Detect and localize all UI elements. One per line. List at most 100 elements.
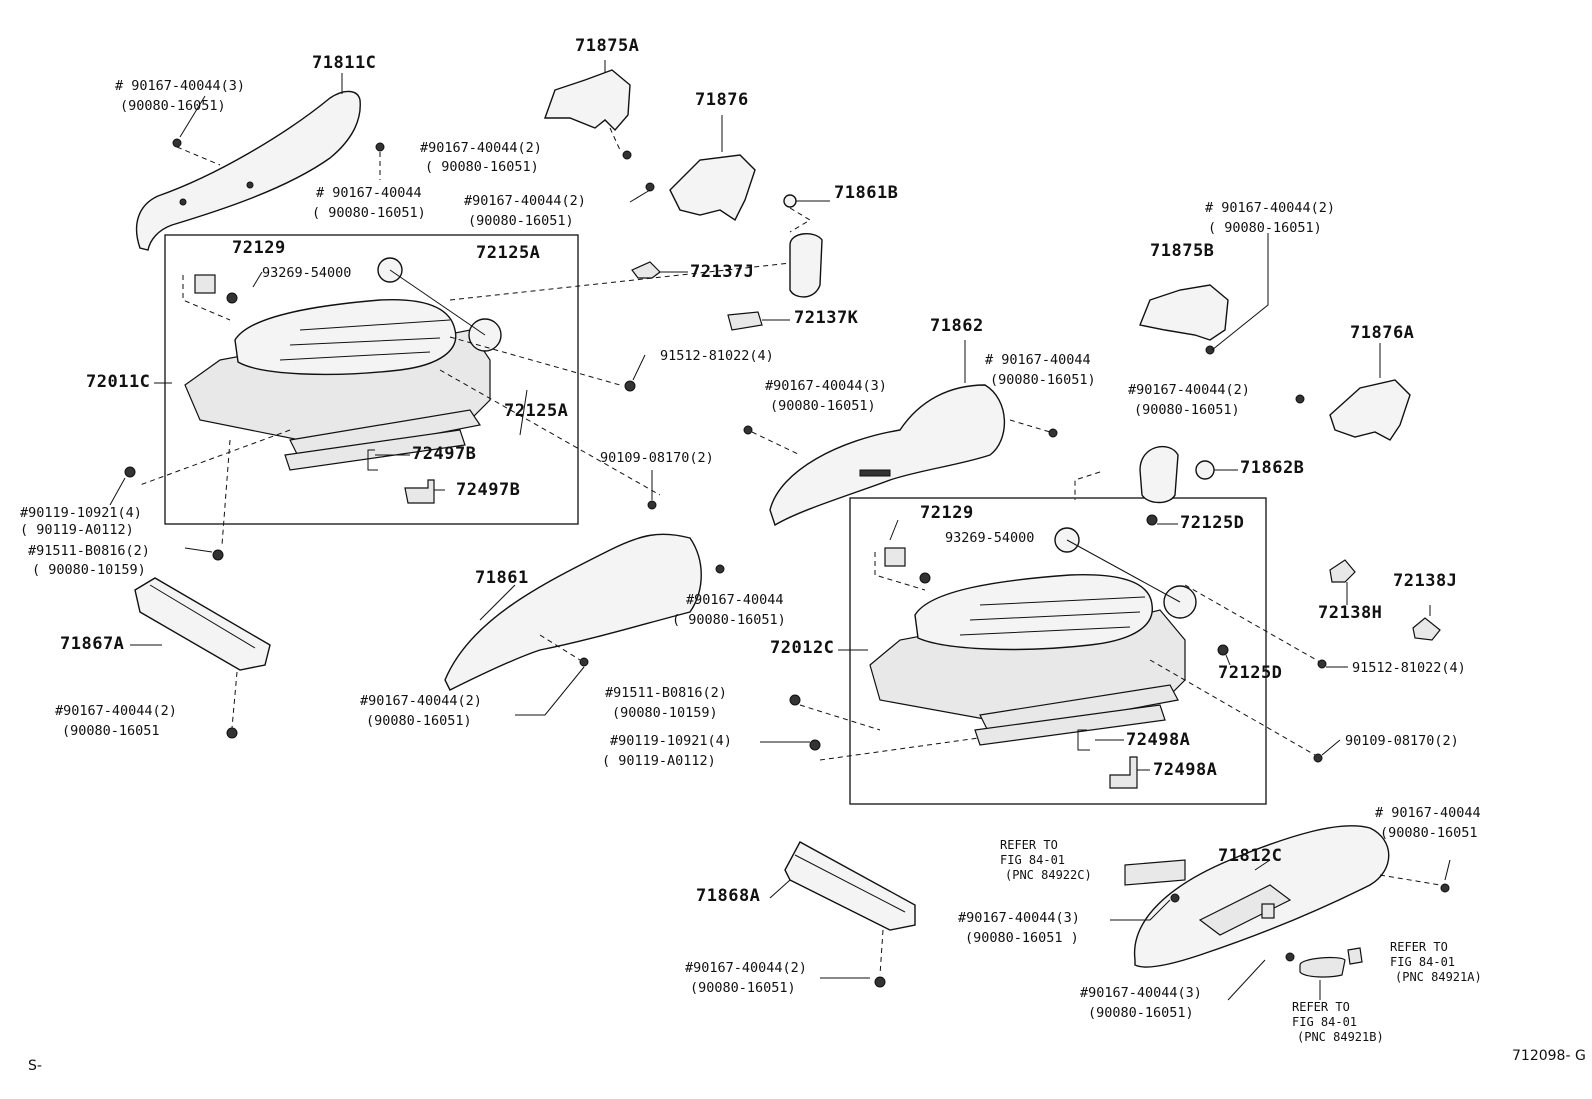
part-label-71867A: 71867A <box>60 634 125 654</box>
part-label-71862: 71862 <box>930 316 984 336</box>
bolt-label: # 90167-40044 <box>985 352 1091 368</box>
part-label-72137K: 72137K <box>794 308 859 328</box>
part-71867A-rail <box>134 577 271 671</box>
bolt-label: #90119-10921(4) <box>20 505 142 521</box>
part-72497B-bracket <box>404 479 435 504</box>
part-label-71811C: 71811C <box>312 53 377 73</box>
refer-knob-84921B-icon <box>1299 956 1346 978</box>
part-label-91512: 91512-81022(4) <box>1352 660 1466 676</box>
bolt-alt-label: ( 90119-A0112) <box>20 522 134 538</box>
part-71811C-cover <box>135 90 361 251</box>
refer-label: REFER TO <box>1000 838 1058 852</box>
refer-knob-84921A-icon <box>1347 947 1363 965</box>
part-71876-bracket <box>669 154 756 222</box>
bolt-alt-label: (90080-16051 <box>62 723 160 739</box>
part-label-93269: 93269-54000 <box>945 530 1035 546</box>
part-72498A-bracket <box>1109 756 1138 789</box>
bolt-alt-label: (90080-16051 ) <box>965 930 1079 946</box>
part-label-72129: 72129 <box>232 238 286 258</box>
bolt-label: #90167-40044(2) <box>55 703 177 719</box>
refer-pnc-label: (PNC 84921B) <box>1297 1030 1384 1044</box>
bolt-alt-label: ( 90080-16051) <box>1208 220 1322 236</box>
part-label-72125A: 72125A <box>476 243 541 263</box>
bolt-label: #90167-40044(2) <box>420 140 542 156</box>
bolt-alt-label: (90080-10159) <box>612 705 718 721</box>
part-72497B-clip <box>367 449 378 471</box>
part-label-72138J: 72138J <box>1393 571 1458 591</box>
bolt-label: #90167-40044(3) <box>958 910 1080 926</box>
bolt-label: #90167-40044(2) <box>685 960 807 976</box>
assembly-box-72011C <box>164 234 579 525</box>
bolt-alt-label: (90080-16051) <box>1134 402 1240 418</box>
part-label-90109: 90109-08170(2) <box>1345 733 1459 749</box>
bolt-label: #90167-40044(2) <box>360 693 482 709</box>
bolt-alt-label: ( 90119-A0112) <box>602 753 716 769</box>
footer-left-code: S- <box>28 1058 42 1074</box>
part-72137J-icon <box>631 261 661 279</box>
part-71861-cover <box>444 533 702 691</box>
bolt-alt-label: (90080-16051) <box>690 980 796 996</box>
part-71876A-bracket <box>1329 379 1411 441</box>
bolt-alt-label: ( 90080-10159) <box>32 562 146 578</box>
bolt-label: #90167-40044(3) <box>765 378 887 394</box>
part-label-93269: 93269-54000 <box>262 265 352 281</box>
bolt-label: #90167-40044(2) <box>1128 382 1250 398</box>
bolt-label: #91511-B0816(2) <box>605 685 727 701</box>
part-label-71868A: 71868A <box>696 886 761 906</box>
part-71875A-bracket <box>544 69 631 132</box>
assembly-box-72012C <box>849 497 1267 805</box>
bolt-label: # 90167-40044(3) <box>115 78 246 94</box>
part-72498A-clip <box>1077 729 1090 751</box>
refer-label: FIG 84-01 <box>1292 1015 1358 1029</box>
refer-pnc-label: (PNC 84922C) <box>1005 868 1092 882</box>
part-label-71876A: 71876A <box>1350 323 1415 343</box>
bolt-alt-label: (90080-16051) <box>770 398 876 414</box>
bolt-alt-label: (90080-16051) <box>990 372 1096 388</box>
bolt-label: # 90167-40044 <box>1375 805 1481 821</box>
part-label-72012C: 72012C <box>770 638 835 658</box>
bolt-alt-label: ( 90080-16051) <box>672 612 786 628</box>
refer-label: REFER TO <box>1292 1000 1350 1014</box>
part-label-72498A: 72498A <box>1153 760 1218 780</box>
part-label-71861: 71861 <box>475 568 529 588</box>
part-71875B-bracket <box>1139 284 1229 341</box>
part-71862B-knob <box>1195 460 1215 480</box>
part-label-72498A: 72498A <box>1126 730 1191 750</box>
knob-cap-icon-2 <box>1139 445 1179 504</box>
part-label-71862B: 71862B <box>1240 458 1305 478</box>
refer-label: FIG 84-01 <box>1000 853 1066 867</box>
bolt-label: #90119-10921(4) <box>610 733 732 749</box>
part-label-90109: 90109-08170(2) <box>600 450 714 466</box>
bolt-alt-label: ( 90080-16051) <box>312 205 426 221</box>
refer-label: REFER TO <box>1390 940 1448 954</box>
bolt-label: #90167-40044 <box>686 592 784 608</box>
part-label-72497B: 72497B <box>412 444 477 464</box>
part-72012C-seat-frame <box>869 527 1197 746</box>
bolt-alt-label: (90080-16051 <box>1380 825 1478 841</box>
part-71861B-knob <box>783 194 797 208</box>
part-72138H-icon <box>1329 559 1356 583</box>
part-label-72011C: 72011C <box>86 372 151 392</box>
bolt-label: #90167-40044(3) <box>1080 985 1202 1001</box>
bolt-alt-label: ( 90080-16051) <box>425 159 539 175</box>
bolt-alt-label: (90080-16051) <box>1088 1005 1194 1021</box>
bolt-label: # 90167-40044 <box>316 185 422 201</box>
part-71812C-cover <box>1133 825 1390 968</box>
bolt-label: # 90167-40044(2) <box>1205 200 1336 216</box>
part-label-71875A: 71875A <box>575 36 640 56</box>
bolt-alt-label: (90080-16051) <box>468 213 574 229</box>
refer-pnc-label: (PNC 84921A) <box>1395 970 1482 984</box>
refer-label: FIG 84-01 <box>1390 955 1456 969</box>
part-label-72125A: 72125A <box>504 401 569 421</box>
part-label-71876: 71876 <box>695 90 749 110</box>
figure-number: 712098- G <box>1512 1048 1586 1064</box>
part-label-72125D: 72125D <box>1180 513 1245 533</box>
bolt-alt-label: (90080-16051) <box>120 98 226 114</box>
part-72011C-seat-frame <box>184 257 502 471</box>
part-label-71812C: 71812C <box>1218 846 1283 866</box>
part-72137K-icon <box>727 311 763 331</box>
part-label-91512: 91512-81022(4) <box>660 348 774 364</box>
bolt-alt-label: (90080-16051) <box>366 713 472 729</box>
